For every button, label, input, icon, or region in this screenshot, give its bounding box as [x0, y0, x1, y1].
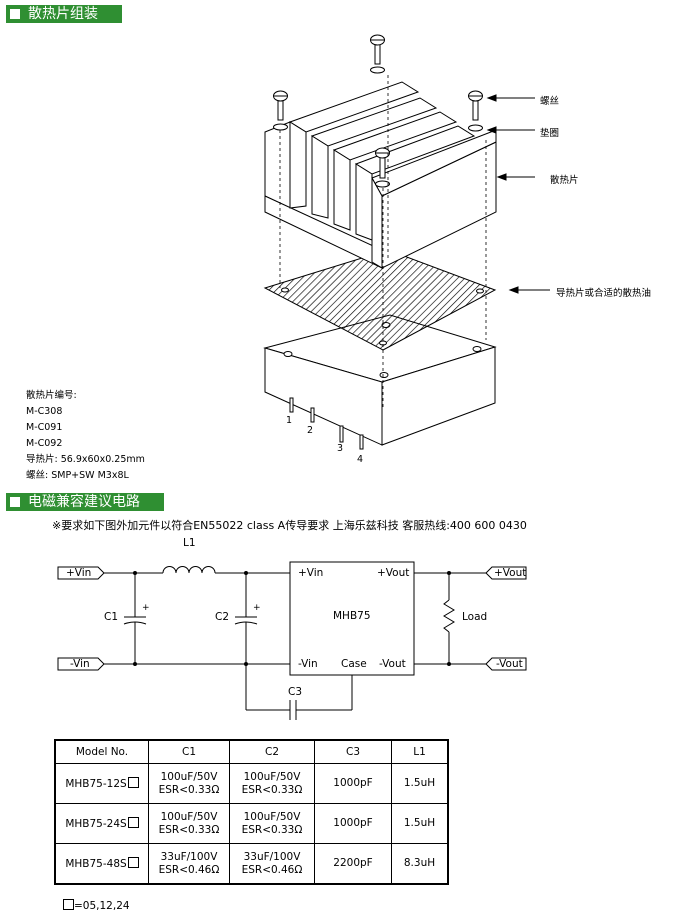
label-thermal-pad: 导热片或合适的散热油	[556, 288, 652, 299]
model-cell: MHB75-24S	[54, 803, 149, 844]
specs-heading: 散热片编号:	[26, 390, 77, 401]
c3-label: C3	[288, 686, 303, 698]
spec-model: M-C308	[26, 406, 63, 417]
inductor-label: L1	[183, 537, 196, 549]
l1-cell: 1.5uH	[391, 763, 449, 804]
model-name: MHB75-48S	[65, 857, 127, 870]
terminal-vin-neg: -Vin	[70, 658, 90, 670]
pin-case: Case	[341, 658, 367, 670]
terminal-vin-pos: +Vin	[66, 567, 92, 579]
load-label: Load	[462, 611, 488, 623]
c1-esr: ESR<0.33Ω	[158, 823, 220, 836]
emc-circuit-schematic	[57, 561, 527, 720]
heatsink	[264, 81, 497, 269]
c1-esr: ESR<0.33Ω	[158, 783, 220, 796]
column-header: C2	[229, 739, 315, 764]
terminal-vout-pos: +Vout	[494, 567, 527, 579]
pin-label-4: 4	[357, 454, 364, 465]
pin-vin-neg: -Vin	[298, 658, 318, 670]
emc-note: ※要求如下图外加元件以符合EN55022 class A传导要求 上海乐兹科技 …	[52, 519, 527, 532]
junction-dots	[133, 571, 451, 666]
placeholder-box-icon	[127, 856, 139, 868]
model-cell: MHB75-12S	[54, 763, 149, 804]
section-title: 散热片组装	[28, 6, 98, 22]
column-header: Model No.	[54, 739, 149, 764]
module-label: MHB75	[333, 610, 371, 622]
terminal-vout-neg: -Vout	[496, 658, 523, 670]
heatsink-specs: 散热片编号: M-C308 M-C091 M-C092 导热片: 56.9x60…	[26, 388, 145, 484]
label-screw: 螺丝	[540, 96, 560, 107]
c2-value: 33uF/100V	[243, 850, 301, 863]
c2-esr: ESR<0.33Ω	[241, 823, 303, 836]
section-header-heatsink: 散热片组装	[6, 5, 122, 23]
pin-vout-pos: +Vout	[377, 567, 410, 579]
alignment-lines	[279, 75, 487, 410]
c2-esr: ESR<0.46Ω	[241, 863, 303, 876]
pin-vin-pos: +Vin	[298, 567, 324, 579]
c3-cell: 1000pF	[314, 803, 392, 844]
placeholder-box-icon	[127, 776, 139, 788]
column-header: C1	[148, 739, 230, 764]
spec-screw: 螺丝: SMP+SW M3x8L	[26, 470, 129, 481]
c2-esr: ESR<0.33Ω	[241, 783, 303, 796]
section-header-emc: 电磁兼容建议电路	[6, 493, 164, 511]
square-bullet-icon	[10, 9, 20, 19]
c1-esr: ESR<0.46Ω	[158, 863, 220, 876]
placeholder-box-icon	[127, 816, 139, 828]
section-title: 电磁兼容建议电路	[28, 494, 140, 510]
c1-label: C1	[104, 611, 119, 623]
label-washer: 垫圈	[540, 128, 560, 139]
component-table: Model No. C1 C2 C3 L1 MHB75-12S 100uF/50…	[54, 739, 449, 885]
pin-label-3: 3	[337, 443, 344, 454]
l1-cell: 1.5uH	[391, 803, 449, 844]
thermal-pad	[263, 249, 497, 351]
spec-pad: 导热片: 56.9x60x0.25mm	[26, 454, 145, 465]
c2-value: 100uF/50V	[243, 770, 301, 783]
placeholder-box-icon	[63, 899, 74, 910]
column-header: L1	[391, 739, 449, 764]
c3-cell: 1000pF	[314, 763, 392, 804]
c2-value: 100uF/50V	[243, 810, 301, 823]
c1-value: 100uF/50V	[160, 810, 218, 823]
c1-polarity: +	[142, 603, 150, 613]
model-name: MHB75-24S	[65, 817, 127, 830]
table-header-row: Model No. C1 C2 C3 L1	[54, 739, 449, 764]
c2-label: C2	[215, 611, 230, 623]
leader-arrows	[486, 94, 550, 294]
pin-label-2: 2	[307, 425, 314, 436]
pin-vout-neg: -Vout	[379, 658, 406, 670]
l1-cell: 8.3uH	[391, 843, 449, 885]
screws	[273, 34, 483, 188]
c2-polarity: +	[253, 603, 261, 613]
spec-model: M-C092	[26, 438, 63, 449]
square-bullet-icon	[10, 497, 20, 507]
heatsink-assembly-diagram	[263, 34, 550, 450]
column-header: C3	[314, 739, 392, 764]
pin-label-1: 1	[286, 415, 293, 426]
label-heatsink: 散热片	[550, 175, 579, 186]
footnote: =05,12,24	[62, 899, 130, 912]
spec-model: M-C091	[26, 422, 63, 433]
c3-cell: 2200pF	[314, 843, 392, 885]
c1-value: 33uF/100V	[160, 850, 218, 863]
footnote-text: =05,12,24	[74, 900, 130, 912]
model-cell: MHB75-48S	[54, 843, 149, 885]
c1-value: 100uF/50V	[160, 770, 218, 783]
model-name: MHB75-12S	[65, 777, 127, 790]
